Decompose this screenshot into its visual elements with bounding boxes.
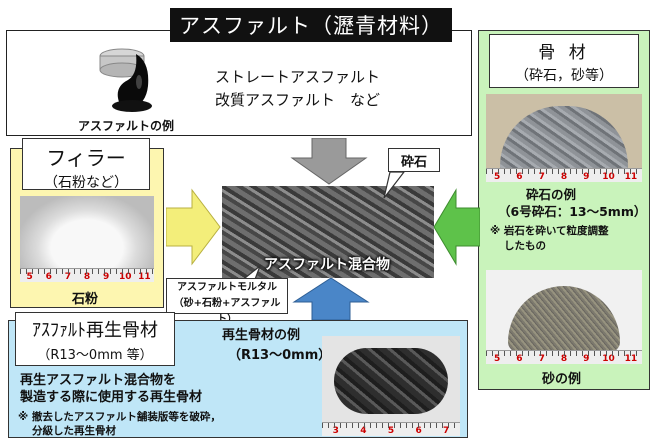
aggregate-title-box: 骨 材 （砕石，砂等） <box>489 34 639 88</box>
sand-caption: 砂の例 <box>542 372 582 387</box>
recycled-title-box: ｱｽﾌｧﾙﾄ再生骨材 （R13～0mm 等） <box>15 312 175 366</box>
crushed-stone-note: ※ 岩石を砕いて粒度調整 したもの <box>490 224 609 254</box>
crushed-stone-callout: 砕石 <box>388 148 440 172</box>
arrow-down-icon <box>290 138 368 185</box>
recycled-desc-line1: 再生アスファルト混合物を <box>20 373 177 388</box>
recycled-example-text: 再生骨材の例 （R13～0mm） <box>222 326 331 366</box>
crushed-callout-pointer <box>383 171 406 199</box>
recycled-desc-line2: 製造する際に使用する再生骨材 <box>20 390 203 405</box>
crushed-stone-caption: 砕石の例 <box>526 187 577 202</box>
recycled-note: ※ 撤去したアスファルト舗装版等を破砕， 分級した再生骨材 <box>18 410 221 438</box>
mortar-callout: アスファルトモルタル （砂+石粉+アスファルト） <box>166 278 288 325</box>
asphalt-panel <box>6 30 472 136</box>
recycled-title: ｱｽﾌｧﾙﾄ再生骨材 <box>32 320 158 341</box>
mortar-composition: （砂+石粉+アスファルト） <box>173 298 281 325</box>
arrow-left-icon <box>434 188 480 266</box>
recycled-example-size: （R13～0mm） <box>228 348 332 363</box>
asphalt-can-image <box>99 48 152 112</box>
filler-subtitle: （石粉など） <box>44 175 128 191</box>
crushed-stone-note-line2: したもの <box>504 240 546 252</box>
asphalt-type-straight: ストレートアスファルト <box>215 68 381 86</box>
asphalt-title: アスファルト（瀝青材料） <box>170 8 452 42</box>
arrow-up-icon <box>292 278 370 320</box>
recycled-note-line2: 分級した再生骨材 <box>32 425 116 437</box>
crushed-stone-text: 砕石の例 （6号砕石：13～5mm） <box>498 186 646 220</box>
filler-title: フィラー <box>46 146 126 170</box>
crushed-stone-size: （6号砕石：13～5mm） <box>498 204 647 219</box>
filler-caption: 石粉 <box>72 292 99 307</box>
asphalt-types: ストレートアスファルト 改質アスファルト など <box>215 66 380 112</box>
recycled-description: 再生アスファルト混合物を 製造する際に使用する再生骨材 <box>20 372 202 406</box>
filler-title-box: フィラー （石粉など） <box>22 138 150 191</box>
aggregate-subtitle: （砕石，砂等） <box>515 68 613 84</box>
asphalt-example-caption: アスファルトの例 <box>78 119 175 133</box>
aggregate-title: 骨 材 <box>538 43 590 63</box>
recycled-subtitle: （R13～0mm 等） <box>37 348 153 363</box>
mixture-label: アスファルト混合物 <box>264 257 390 273</box>
recycled-example-caption: 再生骨材の例 <box>222 328 301 343</box>
recycled-note-line1: ※ 撤去したアスファルト舗装版等を破砕， <box>18 411 221 423</box>
crushed-stone-note-line1: ※ 岩石を砕いて粒度調整 <box>490 225 609 237</box>
asphalt-type-modified: 改質アスファルト など <box>215 91 381 109</box>
mortar-title: アスファルトモルタル <box>177 282 277 293</box>
asphalt-mixture-image <box>222 186 434 278</box>
arrow-right-icon <box>166 188 221 266</box>
